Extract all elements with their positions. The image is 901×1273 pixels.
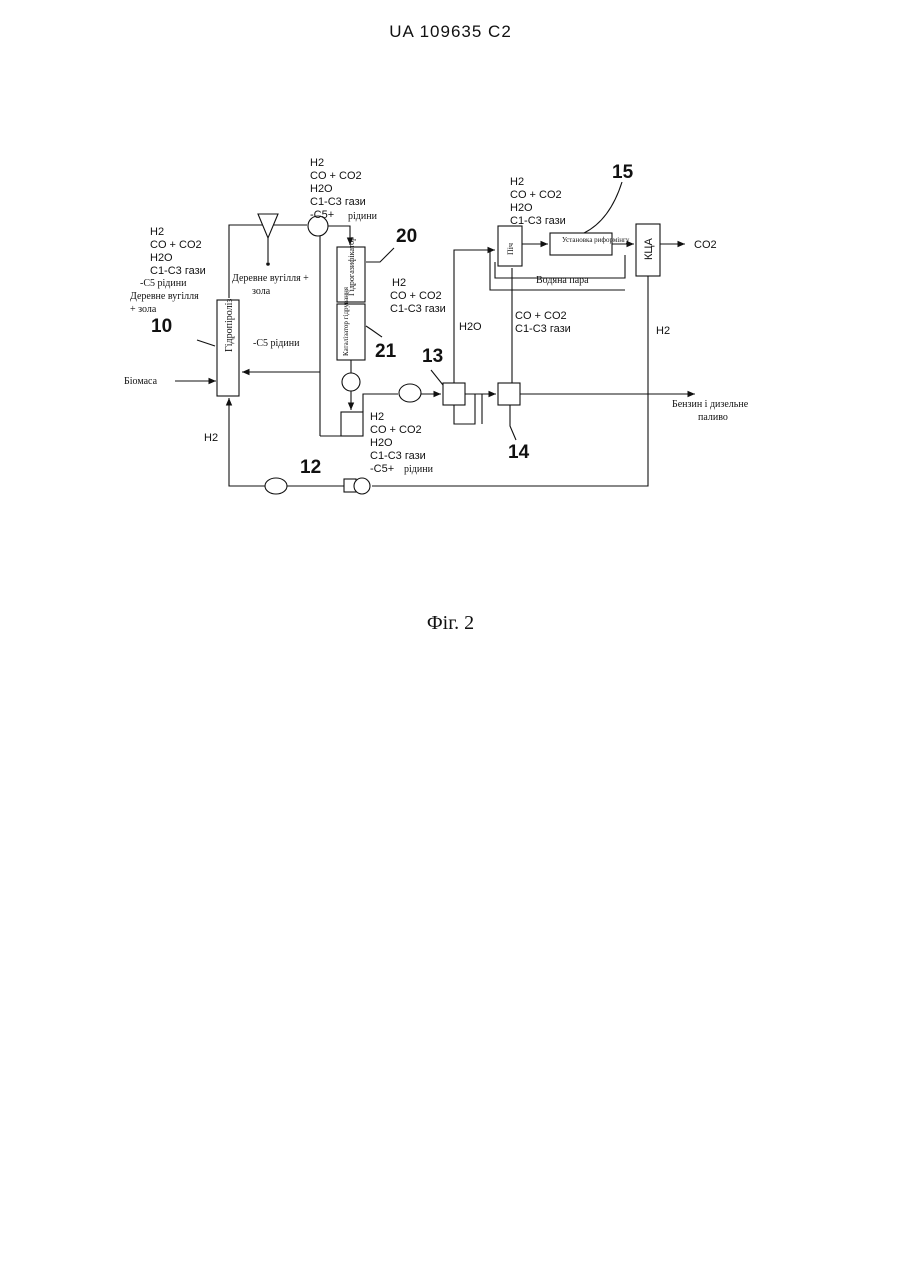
low-liquids-label: рідини xyxy=(404,464,434,475)
label-14: 14 xyxy=(508,442,530,463)
c5-liquids-label: -C5 рідини xyxy=(253,338,300,349)
top-c1c3-label: C1-C3 гази xyxy=(310,196,366,208)
leader-13 xyxy=(431,370,443,385)
left-c1c3-label: C1-C3 гази xyxy=(150,265,206,277)
sep-c1c3-label: C1-C3 гази xyxy=(510,215,566,227)
figure-caption: Фіг. 2 xyxy=(0,612,901,635)
mid-h2-label: H2 xyxy=(392,277,406,289)
co2-label: CO2 xyxy=(694,239,717,251)
stove-label: Піч xyxy=(506,243,515,255)
leader-20 xyxy=(366,248,394,262)
low-h2o-label: H2O xyxy=(370,437,393,449)
top-h2-label: H2 xyxy=(310,157,324,169)
product-label-2: паливо xyxy=(698,412,728,423)
separator-14 xyxy=(498,383,520,405)
h2-compressor xyxy=(354,478,370,494)
char-label-b: зола xyxy=(252,286,271,297)
product-label-1: Бензин і дизельне xyxy=(672,399,749,410)
top-c5-label: -C5+ xyxy=(310,209,334,221)
leader-10 xyxy=(197,340,215,346)
low-co-label: CO + CO2 xyxy=(370,424,422,436)
leader-14 xyxy=(510,405,516,440)
left-h2-label: H2 xyxy=(150,226,164,238)
low-c1c3-label: C1-C3 гази xyxy=(370,450,426,462)
left-h2o-label: H2O xyxy=(150,252,173,264)
left-char-label: Деревне вугілля xyxy=(130,291,199,302)
steam-label: Водяна пара xyxy=(536,275,589,286)
top-h2o-label: H2O xyxy=(310,183,333,195)
left-co-label: CO + CO2 xyxy=(150,239,202,251)
biomass-label: Біомаса xyxy=(124,376,158,387)
kca-label: КЦА xyxy=(643,237,655,260)
h2-to-pyrolyser-line xyxy=(229,398,265,486)
h2-bottom-label: H2 xyxy=(204,432,218,444)
leader-15 xyxy=(584,182,622,233)
top-co-label: CO + CO2 xyxy=(310,170,362,182)
low-c5-label: -C5+ xyxy=(370,463,394,475)
h2-heater xyxy=(265,478,287,494)
separator-12-vapour-line xyxy=(363,394,398,412)
cooler-exchanger xyxy=(399,384,421,402)
top-liquids-label: рідини xyxy=(348,211,378,222)
sep-h2o-label: H2O xyxy=(510,202,533,214)
label-20: 20 xyxy=(396,226,417,247)
sep-co-label: CO + CO2 xyxy=(510,189,562,201)
leader-21 xyxy=(366,326,382,337)
separator-13 xyxy=(443,383,465,405)
char-label-a: Деревне вугілля + xyxy=(232,273,309,284)
label-10: 10 xyxy=(151,316,172,337)
catalyst-label: Каталізатор гідрування xyxy=(342,286,350,356)
h2o-to-stove-line xyxy=(454,250,495,383)
right-co-label: CO + CO2 xyxy=(515,310,567,322)
right-c1c3-label: C1-C3 гази xyxy=(515,323,571,335)
label-13: 13 xyxy=(422,346,443,367)
reformer-label: Установка риформінгу xyxy=(562,236,630,244)
label-15: 15 xyxy=(612,162,634,183)
separator-12 xyxy=(341,412,363,436)
pyrolyser-label: Гідропіроліз xyxy=(224,299,235,352)
left-ash-label: + зола xyxy=(130,304,157,315)
reactor-pump xyxy=(342,373,360,391)
sep-h2-label: H2 xyxy=(510,176,524,188)
h2-right-label: H2 xyxy=(656,325,670,337)
left-c5-label: -C5 рідини xyxy=(140,278,187,289)
char-outlet-dot xyxy=(266,262,270,266)
mid-co-label: CO + CO2 xyxy=(390,290,442,302)
cyclone-separator xyxy=(258,214,278,238)
label-12: 12 xyxy=(300,457,321,478)
mid-c1c3-label: C1-C3 гази xyxy=(390,303,446,315)
low-h2-label: H2 xyxy=(370,411,384,423)
label-21: 21 xyxy=(375,341,397,362)
process-flow-diagram: 10 12 13 14 15 20 21 H2 CO + CO2 H2O C1-… xyxy=(0,0,901,660)
h2o-label: H2O xyxy=(459,321,482,333)
